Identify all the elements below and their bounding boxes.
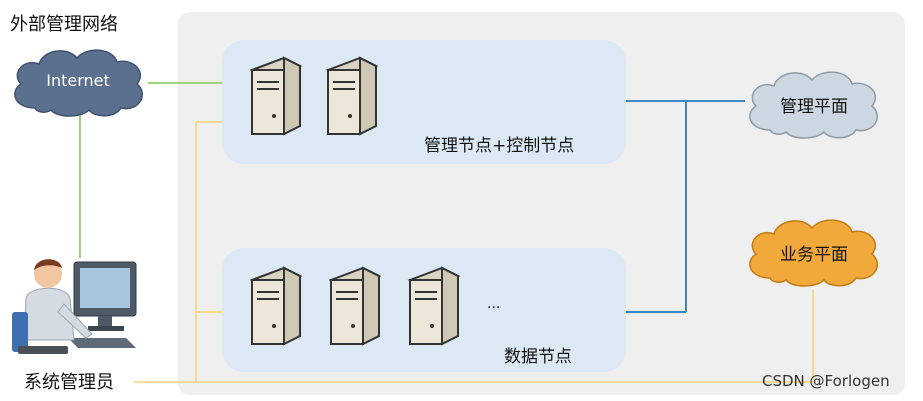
mgmt-server-2-icon — [325, 56, 379, 136]
internet-cloud-icon — [14, 49, 143, 117]
admin-label: 系统管理员 — [24, 372, 114, 393]
business-plane-label: 业务平面 — [780, 245, 848, 265]
admin-workstation-icon — [12, 259, 137, 354]
data-server-2-icon — [328, 266, 382, 346]
internet-label: Internet — [46, 71, 110, 90]
external-network-title: 外部管理网络 — [10, 14, 118, 35]
mgmt-plane-label: 管理平面 — [780, 97, 848, 117]
data-node-ellipsis: ... — [487, 296, 501, 312]
mgmt-plane-cloud-icon — [749, 71, 878, 139]
data-server-1-icon — [249, 266, 303, 346]
data-server-3-icon — [407, 266, 461, 346]
data-node-group-label: 数据节点 — [504, 347, 572, 367]
mgmt-server-1-icon — [249, 56, 303, 136]
business-plane-cloud-icon — [749, 219, 878, 287]
mgmt-node-group-label: 管理节点+控制节点 — [424, 136, 575, 156]
watermark: CSDN @Forlogen — [762, 372, 890, 390]
